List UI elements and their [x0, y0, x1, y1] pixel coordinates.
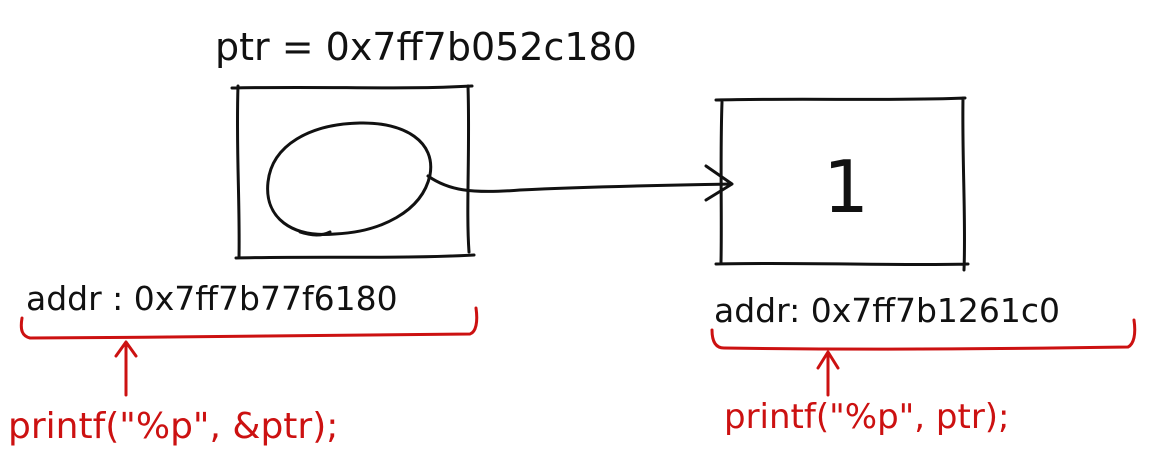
value-address: addr: 0x7ff7b1261c0 — [714, 291, 1060, 330]
arrow-head — [704, 164, 734, 202]
pointer-arrow — [426, 174, 732, 193]
value-code-arrow — [816, 350, 840, 397]
pointer-box — [230, 84, 476, 260]
pointer-address-bracket — [19, 306, 479, 340]
pointer-title: ptr = 0x7ff7b052c180 — [215, 25, 637, 69]
pointee-value: 1 — [823, 145, 869, 229]
value-address-bracket — [710, 318, 1137, 351]
value-box — [714, 96, 970, 272]
pointer-circle — [266, 121, 433, 237]
pointer-address: addr : 0x7ff7b77f6180 — [26, 279, 398, 318]
pointer-code-arrow — [114, 340, 138, 397]
value-code: printf("%p", ptr); — [724, 397, 1010, 437]
pointer-code: printf("%p", &ptr); — [8, 406, 338, 447]
